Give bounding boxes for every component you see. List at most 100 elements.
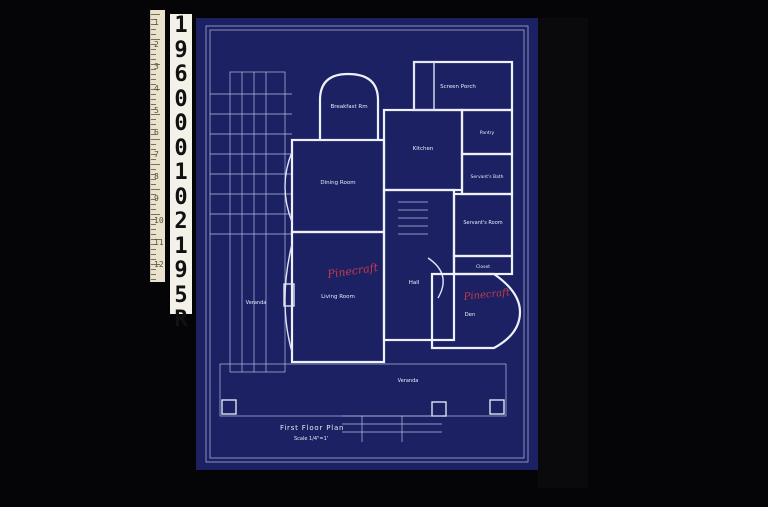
stair bbox=[398, 201, 444, 299]
handwritten-note-living: Pinecraft bbox=[326, 261, 380, 281]
ruler-tick bbox=[151, 139, 160, 140]
ruler-tick bbox=[151, 194, 156, 195]
den-walls bbox=[430, 272, 522, 350]
ruler-tick bbox=[151, 124, 156, 125]
hall-walls bbox=[382, 188, 456, 342]
ruler-tick bbox=[151, 279, 156, 280]
floor-plan-sheet: Breakfast Rm Screen Porch Kitchen Dining… bbox=[202, 22, 532, 466]
ruler-tick bbox=[151, 104, 156, 105]
label-dining: Dining Room bbox=[320, 180, 355, 186]
accession-char: 0 bbox=[174, 86, 188, 112]
label-veranda-side: Veranda bbox=[246, 300, 267, 306]
ruler-tick bbox=[151, 134, 156, 135]
ruler-tick bbox=[151, 209, 156, 210]
ruler-mark: 12 bbox=[154, 260, 164, 269]
sheet-inner-border bbox=[209, 29, 525, 459]
ruler-tick bbox=[151, 169, 156, 170]
ruler-mark: 1 bbox=[154, 18, 159, 27]
ruler-mark: 8 bbox=[154, 172, 159, 181]
accession-char: 2 bbox=[174, 209, 188, 234]
ruler-tick bbox=[151, 14, 160, 15]
ruler-tick bbox=[151, 199, 156, 200]
ruler-tick bbox=[151, 184, 156, 185]
ruler-tick bbox=[151, 269, 156, 270]
ruler-tick bbox=[151, 99, 156, 100]
ruler-tick bbox=[151, 164, 160, 165]
accession-char: 6 bbox=[174, 62, 188, 87]
ruler-tick bbox=[151, 244, 156, 245]
ruler-mark: 7 bbox=[154, 150, 159, 159]
ruler-mark: 4 bbox=[154, 84, 159, 93]
ruler-mark: 6 bbox=[154, 128, 159, 137]
ruler-tick bbox=[151, 159, 156, 160]
ruler-tick bbox=[151, 79, 156, 80]
ruler-tick bbox=[151, 64, 160, 65]
ruler-tick bbox=[151, 114, 160, 115]
ruler-mark: 10 bbox=[154, 216, 164, 225]
plan-scale: Scale 1/4"=1' bbox=[294, 436, 328, 442]
ruler-tick bbox=[151, 49, 156, 50]
accession-char: 9 bbox=[174, 258, 188, 283]
ruler-tick bbox=[151, 179, 156, 180]
ruler-tick bbox=[151, 214, 160, 215]
label-closet: Closet bbox=[476, 264, 490, 270]
accession-char: R bbox=[174, 307, 188, 332]
ruler-tick bbox=[151, 149, 156, 150]
accession-char: 1 bbox=[174, 160, 188, 185]
ruler-tick bbox=[151, 189, 160, 190]
plan-title: First Floor Plan bbox=[280, 424, 344, 432]
label-breakfast: Breakfast Rm bbox=[330, 104, 367, 110]
slide-mount-edge bbox=[538, 18, 588, 488]
ruler-tick bbox=[151, 109, 156, 110]
ruler-tick bbox=[151, 59, 156, 60]
ruler-tick bbox=[151, 219, 156, 220]
ruler-tick bbox=[151, 204, 156, 205]
ruler-tick bbox=[151, 39, 160, 40]
floor-plan-drawing: Breakfast Rm Screen Porch Kitchen Dining… bbox=[205, 25, 529, 463]
ruler-tick bbox=[151, 84, 156, 85]
ruler-mark: 11 bbox=[154, 238, 164, 247]
ruler-tick bbox=[151, 239, 160, 240]
label-pantry: Pantry bbox=[480, 130, 495, 136]
ruler-tick bbox=[151, 34, 156, 35]
label-veranda-front: Veranda bbox=[398, 378, 419, 384]
ruler-tick bbox=[151, 74, 156, 75]
ruler-tick bbox=[151, 229, 156, 230]
accession-char: 9 bbox=[174, 37, 188, 63]
servants-bath-walls bbox=[460, 152, 514, 196]
ruler-tick bbox=[151, 224, 156, 225]
pergola-structure bbox=[210, 71, 292, 373]
ruler-tick bbox=[151, 24, 156, 25]
label-servants-room: Servant's Room bbox=[463, 220, 502, 226]
ruler-tick bbox=[151, 264, 160, 265]
label-screen-porch: Screen Porch bbox=[440, 84, 476, 90]
ruler-tick bbox=[151, 119, 156, 120]
ruler-mark: 5 bbox=[154, 106, 159, 115]
label-den: Den bbox=[464, 312, 476, 318]
ruler-tick bbox=[151, 69, 156, 70]
accession-char: 0 bbox=[174, 111, 188, 136]
handwritten-note-den: Pinecraft bbox=[462, 287, 511, 303]
dining-room-walls bbox=[290, 138, 386, 234]
ruler-mark: 9 bbox=[154, 194, 159, 203]
ruler-tick bbox=[151, 259, 156, 260]
ruler-tick bbox=[151, 234, 156, 235]
front-steps bbox=[342, 415, 442, 442]
label-living: Living Room bbox=[321, 294, 355, 300]
blueprint-slide bbox=[196, 18, 538, 470]
ruler-tick bbox=[151, 29, 156, 30]
ruler-tick bbox=[151, 144, 156, 145]
ruler-tick bbox=[151, 254, 156, 255]
accession-char: 0 bbox=[174, 184, 188, 210]
breakfast-room-walls bbox=[318, 72, 380, 140]
ruler-tick bbox=[151, 154, 156, 155]
ruler-tick bbox=[151, 249, 156, 250]
ruler-tick bbox=[151, 44, 156, 45]
fireplace bbox=[283, 283, 295, 307]
ruler-tick bbox=[151, 274, 156, 275]
ruler-tick bbox=[151, 174, 156, 175]
accession-char: 1 bbox=[174, 233, 188, 259]
ruler-mark: 3 bbox=[154, 62, 159, 71]
